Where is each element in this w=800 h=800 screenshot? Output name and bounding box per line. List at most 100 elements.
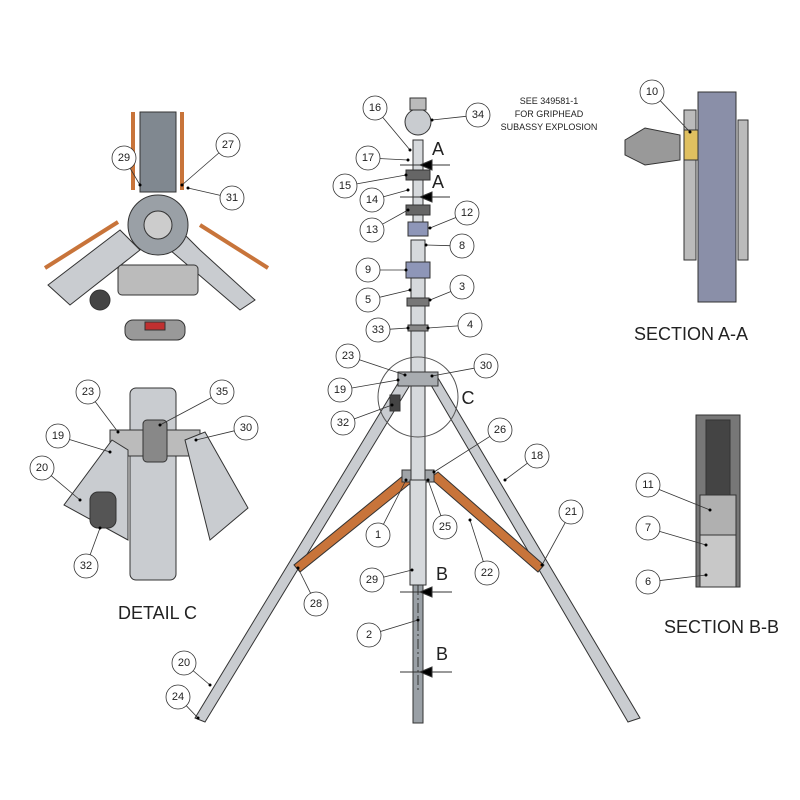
leader-dot [406, 188, 410, 192]
section-aa-knob [624, 127, 681, 166]
callout-balloon: 32 [73, 553, 99, 579]
leader-line [429, 291, 452, 301]
callout-circle [335, 343, 361, 369]
callout-balloon: 14 [359, 187, 385, 213]
callout-circle [355, 145, 381, 171]
callout-circle [365, 317, 391, 343]
callout-balloon: 16 [362, 95, 388, 121]
callout-balloon: 33 [365, 317, 391, 343]
leader-dot [158, 423, 162, 427]
callout-number: 23 [82, 386, 94, 398]
leader-line [379, 289, 411, 298]
callout-number: 8 [459, 240, 465, 252]
callout-number: 23 [342, 350, 354, 362]
callout-balloon: 34 [465, 102, 491, 128]
leader-dot [408, 148, 412, 152]
callout-balloon: 4 [457, 312, 483, 338]
leader-dot [116, 430, 120, 434]
leader-line [354, 404, 393, 420]
leader-line [50, 475, 81, 501]
callout-balloon: 22 [474, 560, 500, 586]
callout-number: 12 [461, 207, 473, 219]
leader-dot [503, 478, 507, 482]
leader-dot [426, 478, 430, 482]
callout-circle [635, 472, 661, 498]
callout-number: 25 [439, 521, 451, 533]
callout-balloon: 11 [635, 472, 661, 498]
column-top [412, 139, 424, 223]
note-line-1: SEE 349581-1 [520, 96, 579, 106]
callout-circle [449, 233, 475, 259]
leader-dot [404, 268, 408, 272]
leader-dot [396, 378, 400, 382]
leader-dot [688, 130, 692, 134]
leader-line [469, 519, 484, 562]
callout-circle [362, 95, 388, 121]
leader-dot [406, 326, 410, 330]
leader-dot [432, 470, 436, 474]
leader-line [541, 522, 566, 566]
leader-line [192, 670, 211, 686]
callout-number: 2 [366, 629, 372, 641]
callout-balloon: 7 [635, 515, 661, 541]
leader-line [351, 379, 399, 389]
callout-balloon: 30 [473, 353, 499, 379]
detail-c-knob [89, 491, 117, 529]
leader-line [379, 158, 409, 161]
collar-13 [405, 204, 431, 216]
cut-letter-a1: A [432, 139, 444, 159]
leader-line [185, 705, 199, 719]
arrow-b2 [418, 666, 433, 678]
callout-balloon: 15 [332, 173, 358, 199]
callout-number: 30 [240, 422, 252, 434]
column-section-12 [407, 221, 429, 237]
leader-line [195, 430, 235, 441]
leader-dot [426, 326, 430, 330]
callout-number: 18 [531, 450, 543, 462]
leader-line [427, 479, 442, 516]
leader-dot [194, 438, 198, 442]
callout-number: 35 [216, 386, 228, 398]
callout-circle [359, 187, 385, 213]
leader-line [380, 619, 419, 632]
cut-letter-c: C [462, 388, 475, 408]
callout-balloon: 2 [356, 622, 382, 648]
callout-number: 20 [36, 462, 48, 474]
callout-number: 28 [310, 598, 322, 610]
callout-balloon: 12 [454, 200, 480, 226]
leader-line [181, 152, 220, 186]
callout-number: 1 [375, 529, 381, 541]
column-section-9 [405, 261, 431, 279]
lock-collar-3 [406, 297, 430, 307]
leader-line [187, 187, 221, 196]
callout-circle [474, 560, 500, 586]
note-line-2: FOR GRIPHEAD [515, 109, 584, 119]
arrow-a2 [418, 191, 433, 203]
callout-circle [233, 415, 259, 441]
brace-left [293, 474, 413, 573]
leader-line [356, 174, 407, 185]
callout-number: 24 [172, 691, 184, 703]
callout-number: 16 [369, 102, 381, 114]
callout-number: 26 [494, 424, 506, 436]
callout-balloon: 18 [524, 443, 550, 469]
leader-dot [180, 183, 184, 187]
griphead [404, 108, 432, 136]
callout-circle [449, 274, 475, 300]
cut-letter-a2: A [432, 172, 444, 192]
callout-balloon: 1 [365, 522, 391, 548]
callout-balloon: 19 [45, 423, 71, 449]
detail-c-leg-right [184, 431, 249, 541]
leader-dot [430, 374, 434, 378]
callout-circle [465, 102, 491, 128]
callout-number: 17 [362, 152, 374, 164]
leader-dot [408, 288, 412, 292]
callout-circle [558, 499, 584, 525]
main-tripod [194, 97, 641, 724]
leader-dot [424, 243, 428, 247]
callout-balloon: 31 [219, 185, 245, 211]
detail-c-tube [129, 387, 177, 581]
callout-circle [635, 569, 661, 595]
leader-dot [78, 498, 82, 502]
